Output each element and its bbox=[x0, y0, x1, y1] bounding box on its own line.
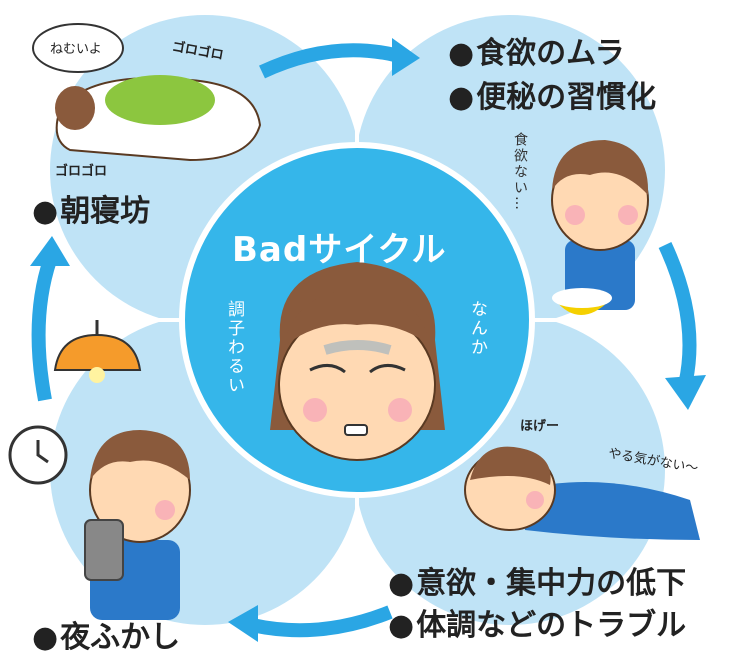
sick-child-face-illustration bbox=[270, 262, 445, 461]
speech-bubble-text: ねむいよ bbox=[50, 42, 102, 57]
boy-lying-down-illustration bbox=[464, 446, 700, 540]
arrow-left bbox=[31, 257, 57, 402]
arrow-bottom bbox=[250, 605, 393, 638]
stage-right-line2: 体調などのトラブル bbox=[388, 600, 686, 644]
boy-with-smartphone-illustration bbox=[84, 430, 191, 620]
center-left-vertical-text: 調子わるい bbox=[224, 300, 244, 395]
stage-top-left-line1: 朝寝坊 bbox=[32, 186, 150, 230]
sleeping-futon-illustration bbox=[55, 75, 262, 162]
stage-right-line1: 意欲・集中力の低下 bbox=[388, 558, 686, 602]
center-right-vertical-text: なんか bbox=[467, 300, 487, 357]
ceiling-lamp-icon bbox=[53, 320, 142, 383]
boy-eating-illustration bbox=[551, 140, 649, 315]
clock-icon bbox=[8, 425, 68, 485]
arrow-right bbox=[658, 242, 697, 387]
sound-rolling-2: ゴロゴロ bbox=[55, 164, 108, 179]
stage-top-right-vertical: 食欲ない… bbox=[512, 132, 528, 212]
speech-bubble bbox=[32, 23, 124, 73]
sound-hoge: ほげー bbox=[520, 419, 560, 434]
center-title: Badサイクル bbox=[232, 230, 447, 270]
arrow-top bbox=[259, 43, 397, 79]
stage-bottom-left-line1: 夜ふかし bbox=[32, 612, 180, 656]
stage-top-right-line2: 便秘の習慣化 bbox=[448, 72, 656, 116]
stage-top-right-line1: 食欲のムラ bbox=[448, 28, 625, 72]
